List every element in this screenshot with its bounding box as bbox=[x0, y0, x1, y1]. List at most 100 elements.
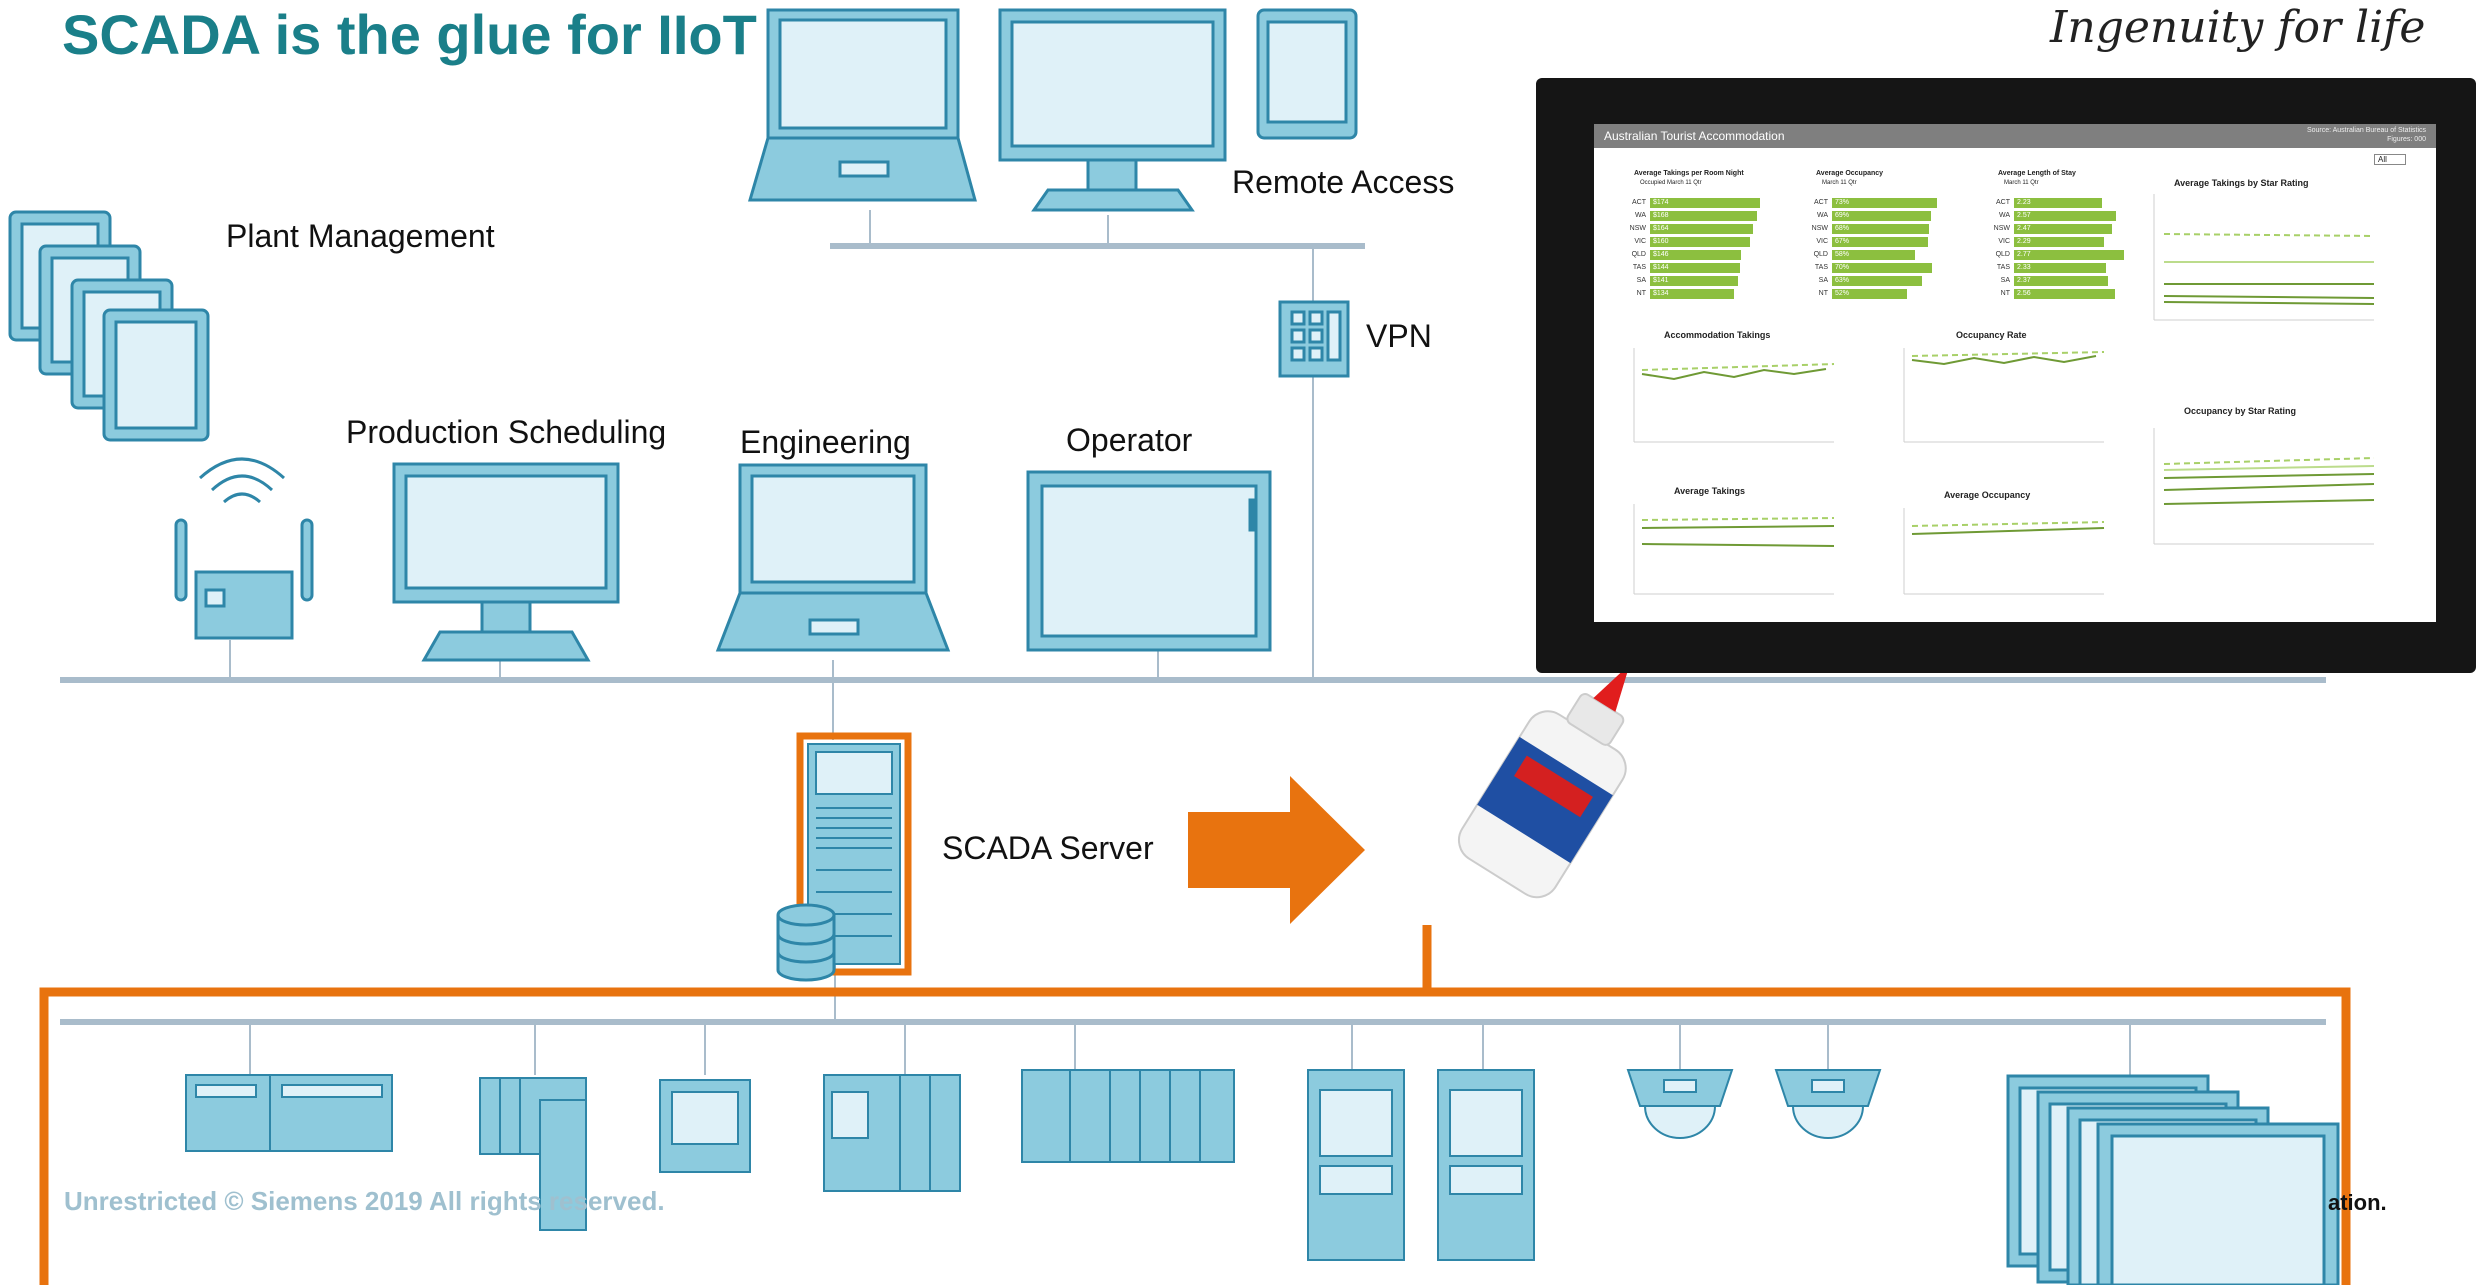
bar-row: QLD$146 bbox=[1622, 248, 1772, 261]
bar-row: ACT $174 bbox=[1622, 196, 1772, 209]
bar-state-label: ACT bbox=[1632, 199, 1646, 206]
bar-row: VIC 2.29 bbox=[1986, 235, 2136, 248]
database-icon bbox=[776, 903, 836, 982]
bar-state-label: QLD bbox=[1813, 251, 1828, 258]
plc-icon bbox=[479, 1077, 587, 1231]
chart-title-occupancy-rate: Occupancy Rate bbox=[1956, 330, 2027, 340]
dashboard-title: Australian Tourist Accommodation bbox=[1604, 129, 1785, 143]
wireless-router-icon bbox=[174, 457, 314, 640]
plc-icon bbox=[185, 1074, 393, 1152]
bar-row: VIC $160 bbox=[1622, 235, 1772, 248]
tablet-icon bbox=[8, 210, 210, 442]
bar-state-label: NT bbox=[1818, 290, 1828, 297]
bar: 2.57 bbox=[2014, 210, 2116, 221]
bar: 69% bbox=[1832, 210, 1931, 221]
bar-state-label: NT bbox=[1636, 290, 1646, 297]
bar-panel-title: Average Takings per Room Night bbox=[1634, 170, 1744, 177]
bar: 67% bbox=[1832, 236, 1928, 247]
bar-state-label: SA bbox=[1636, 277, 1646, 284]
dashboard-source: Source: Australian Bureau of Statistics … bbox=[2306, 127, 2426, 143]
bar-state-label: VIC bbox=[1998, 238, 2010, 245]
bar-state-label: VIC bbox=[1816, 238, 1828, 245]
monitor-icon bbox=[392, 462, 620, 662]
bar: $164 bbox=[1650, 223, 1753, 234]
arrow-right-icon bbox=[1188, 776, 1365, 924]
chart-title-accom-takings: Accommodation Takings bbox=[1664, 330, 1771, 340]
bar-panel-title: Average Occupancy bbox=[1816, 170, 1884, 177]
label-operator: Operator bbox=[1066, 422, 1193, 458]
footer-copyright: Unrestricted © Siemens 2019 All rights r… bbox=[64, 1186, 665, 1216]
bar-state-label: QLD bbox=[1631, 251, 1646, 258]
bar: 2.29 bbox=[2014, 236, 2104, 247]
bar-row: VIC 67% bbox=[1804, 235, 1954, 248]
bar-state-label: TAS bbox=[1632, 264, 1646, 271]
bar: $160 bbox=[1650, 236, 1750, 247]
tablet-icon bbox=[1256, 8, 1358, 140]
bar: 73% bbox=[1832, 197, 1937, 208]
hmi-panel-icon bbox=[2006, 1074, 2340, 1285]
bar: $168 bbox=[1650, 210, 1757, 221]
bar: 2.56 bbox=[2014, 288, 2115, 299]
bar-panel-subtitle: March 11 Qtr bbox=[1822, 180, 1857, 186]
chart-title-occupancy-star: Occupancy by Star Rating bbox=[2184, 406, 2297, 416]
bar-row: NSW $164 bbox=[1622, 222, 1772, 235]
bar-row: SA$141 bbox=[1622, 274, 1772, 287]
camera-icon bbox=[1626, 1069, 1734, 1139]
bar-state-label: TAS bbox=[1996, 264, 2010, 271]
bar-row: QLD 58% bbox=[1804, 248, 1954, 261]
bar: 2.33 bbox=[2014, 262, 2106, 273]
bar: 2.23 bbox=[2014, 197, 2102, 208]
bar-row: ACT 73% bbox=[1804, 196, 1954, 209]
bar-row: TAS $144 bbox=[1622, 261, 1772, 274]
bar: $174 bbox=[1650, 197, 1760, 208]
plc-icon bbox=[1437, 1069, 1535, 1261]
bar: $134 bbox=[1650, 288, 1734, 299]
bar: 2.37 bbox=[2014, 275, 2108, 286]
dashboard-header: Australian Tourist Accommodation Source:… bbox=[1594, 124, 2436, 148]
vpn-router-icon bbox=[1278, 300, 1350, 378]
bar: $144 bbox=[1650, 262, 1740, 273]
glue-bottle-icon bbox=[1457, 664, 1630, 899]
bar: 2.77 bbox=[2014, 249, 2124, 260]
label-production-scheduling: Production Scheduling bbox=[346, 414, 667, 450]
bar-state-label: ACT bbox=[1814, 199, 1828, 206]
panel-pc-icon bbox=[1026, 470, 1272, 652]
bar-state-label: SA bbox=[1818, 277, 1828, 284]
bar-state-label: NSW bbox=[1629, 225, 1646, 232]
bar-row: SA 63% bbox=[1804, 274, 1954, 287]
chart-title-avg-occupancy: Average Occupancy bbox=[1944, 490, 2031, 500]
bar-row: ACT 2.23 bbox=[1986, 196, 2136, 209]
bar-state-label: TAS bbox=[1814, 264, 1828, 271]
bar-state-label: VIC bbox=[1634, 238, 1646, 245]
page-title: SCADA is the glue for IIoT bbox=[62, 3, 757, 66]
slogan: Ingenuity for life bbox=[2050, 2, 2426, 53]
laptop-icon bbox=[715, 463, 951, 652]
bar-state-label: SA bbox=[2000, 277, 2010, 284]
dashboard-charts bbox=[1633, 194, 2375, 595]
label-vpn: VPN bbox=[1366, 318, 1432, 354]
bar-panel-title: Average Length of Stay bbox=[1998, 170, 2076, 177]
filter-select[interactable]: All bbox=[2374, 154, 2406, 165]
bar-state-label: NT bbox=[2000, 290, 2010, 297]
plc-icon bbox=[823, 1074, 961, 1192]
bar-row: WA $168 bbox=[1622, 209, 1772, 222]
plc-icon bbox=[1307, 1069, 1405, 1261]
bar-state-label: ACT bbox=[1996, 199, 2010, 206]
bar-panel-subtitle: Occupied March 11 Qtr bbox=[1640, 180, 1702, 186]
bar: 63% bbox=[1832, 275, 1922, 286]
bar-state-label: WA bbox=[1634, 212, 1646, 219]
dashboard-screen: Australian Tourist Accommodation Source:… bbox=[1594, 124, 2436, 622]
bar-state-label: NSW bbox=[1811, 225, 1828, 232]
plc-icon bbox=[1021, 1069, 1235, 1163]
monitor-icon bbox=[998, 8, 1227, 212]
label-remote-access: Remote Access bbox=[1232, 164, 1455, 200]
bar: 58% bbox=[1832, 249, 1915, 260]
